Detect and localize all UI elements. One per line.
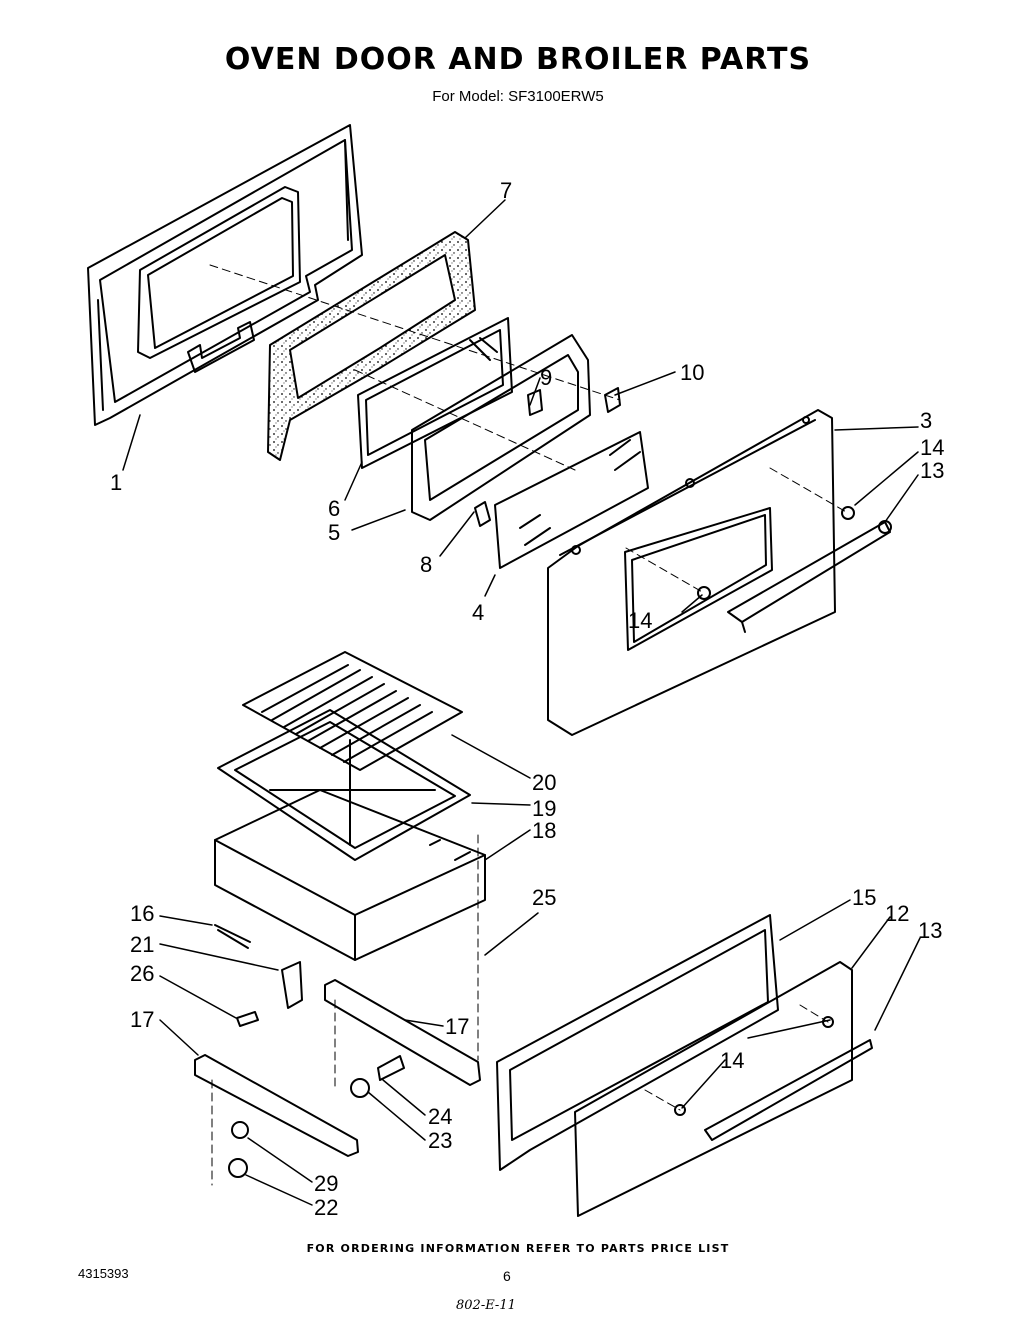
outer-door-glass bbox=[494, 431, 649, 569]
model-subtitle: For Model: SF3100ERW5 bbox=[432, 88, 604, 105]
broiler-pan bbox=[214, 789, 486, 961]
page-title: OVEN DOOR AND BROILER PARTS bbox=[224, 42, 812, 77]
callout-5: 5 bbox=[328, 520, 340, 545]
page-number: 6 bbox=[503, 1268, 511, 1284]
callout-1: 1 bbox=[110, 470, 122, 495]
outer-door-panel bbox=[547, 409, 836, 736]
glass-clips bbox=[474, 387, 621, 527]
callout-22: 22 bbox=[314, 1195, 338, 1220]
broiler-inner-door bbox=[496, 914, 779, 1171]
callout-10: 10 bbox=[680, 360, 704, 385]
broiler-outer-door bbox=[574, 961, 873, 1217]
callout-13-upper: 13 bbox=[920, 458, 944, 483]
callout-numbers: 1 7 6 5 8 4 9 10 3 14 13 14 20 19 18 16 … bbox=[110, 178, 944, 1220]
broiler-latch-hardware bbox=[214, 924, 303, 1027]
callout-14-broiler-upper: 14 bbox=[720, 1048, 744, 1073]
callout-29: 29 bbox=[314, 1171, 338, 1196]
callout-21: 21 bbox=[130, 932, 154, 957]
callout-23: 23 bbox=[428, 1128, 452, 1153]
callout-26: 26 bbox=[130, 961, 154, 986]
handle-spacers bbox=[674, 506, 855, 1116]
callout-leader-lines bbox=[122, 199, 921, 1206]
handwritten-note: 802-E-11 bbox=[456, 1298, 516, 1313]
broiler-pan-insert bbox=[217, 709, 471, 861]
callout-24: 24 bbox=[428, 1104, 452, 1129]
callout-15: 15 bbox=[852, 885, 876, 910]
callout-4: 4 bbox=[472, 600, 484, 625]
window-frame bbox=[411, 334, 591, 521]
callout-17-left: 17 bbox=[130, 1007, 154, 1032]
door-gasket bbox=[267, 231, 476, 461]
callout-20: 20 bbox=[532, 770, 556, 795]
callout-14-upper: 14 bbox=[920, 435, 944, 460]
callout-14-door: 14 bbox=[628, 608, 652, 633]
callout-8: 8 bbox=[420, 552, 432, 577]
alignment-lines bbox=[209, 264, 849, 1186]
callout-9: 9 bbox=[540, 365, 552, 390]
inner-door-panel bbox=[87, 124, 363, 426]
broiler-grid bbox=[242, 651, 463, 771]
callout-12: 12 bbox=[885, 901, 909, 926]
callout-16: 16 bbox=[130, 901, 154, 926]
callout-19: 19 bbox=[532, 796, 556, 821]
broiler-rollers bbox=[228, 1055, 405, 1178]
glass-frame bbox=[357, 317, 513, 469]
document-number: 4315393 bbox=[78, 1266, 129, 1281]
callout-17-right: 17 bbox=[445, 1014, 469, 1039]
callout-6: 6 bbox=[328, 496, 340, 521]
callout-13-lower: 13 bbox=[918, 918, 942, 943]
ordering-note: FOR ORDERING INFORMATION REFER TO PARTS … bbox=[306, 1242, 730, 1255]
callout-3: 3 bbox=[920, 408, 932, 433]
callout-25: 25 bbox=[532, 885, 556, 910]
callout-18: 18 bbox=[532, 818, 556, 843]
oven-door-handle bbox=[727, 520, 892, 633]
callout-7: 7 bbox=[500, 178, 512, 203]
broiler-brackets bbox=[194, 979, 481, 1157]
